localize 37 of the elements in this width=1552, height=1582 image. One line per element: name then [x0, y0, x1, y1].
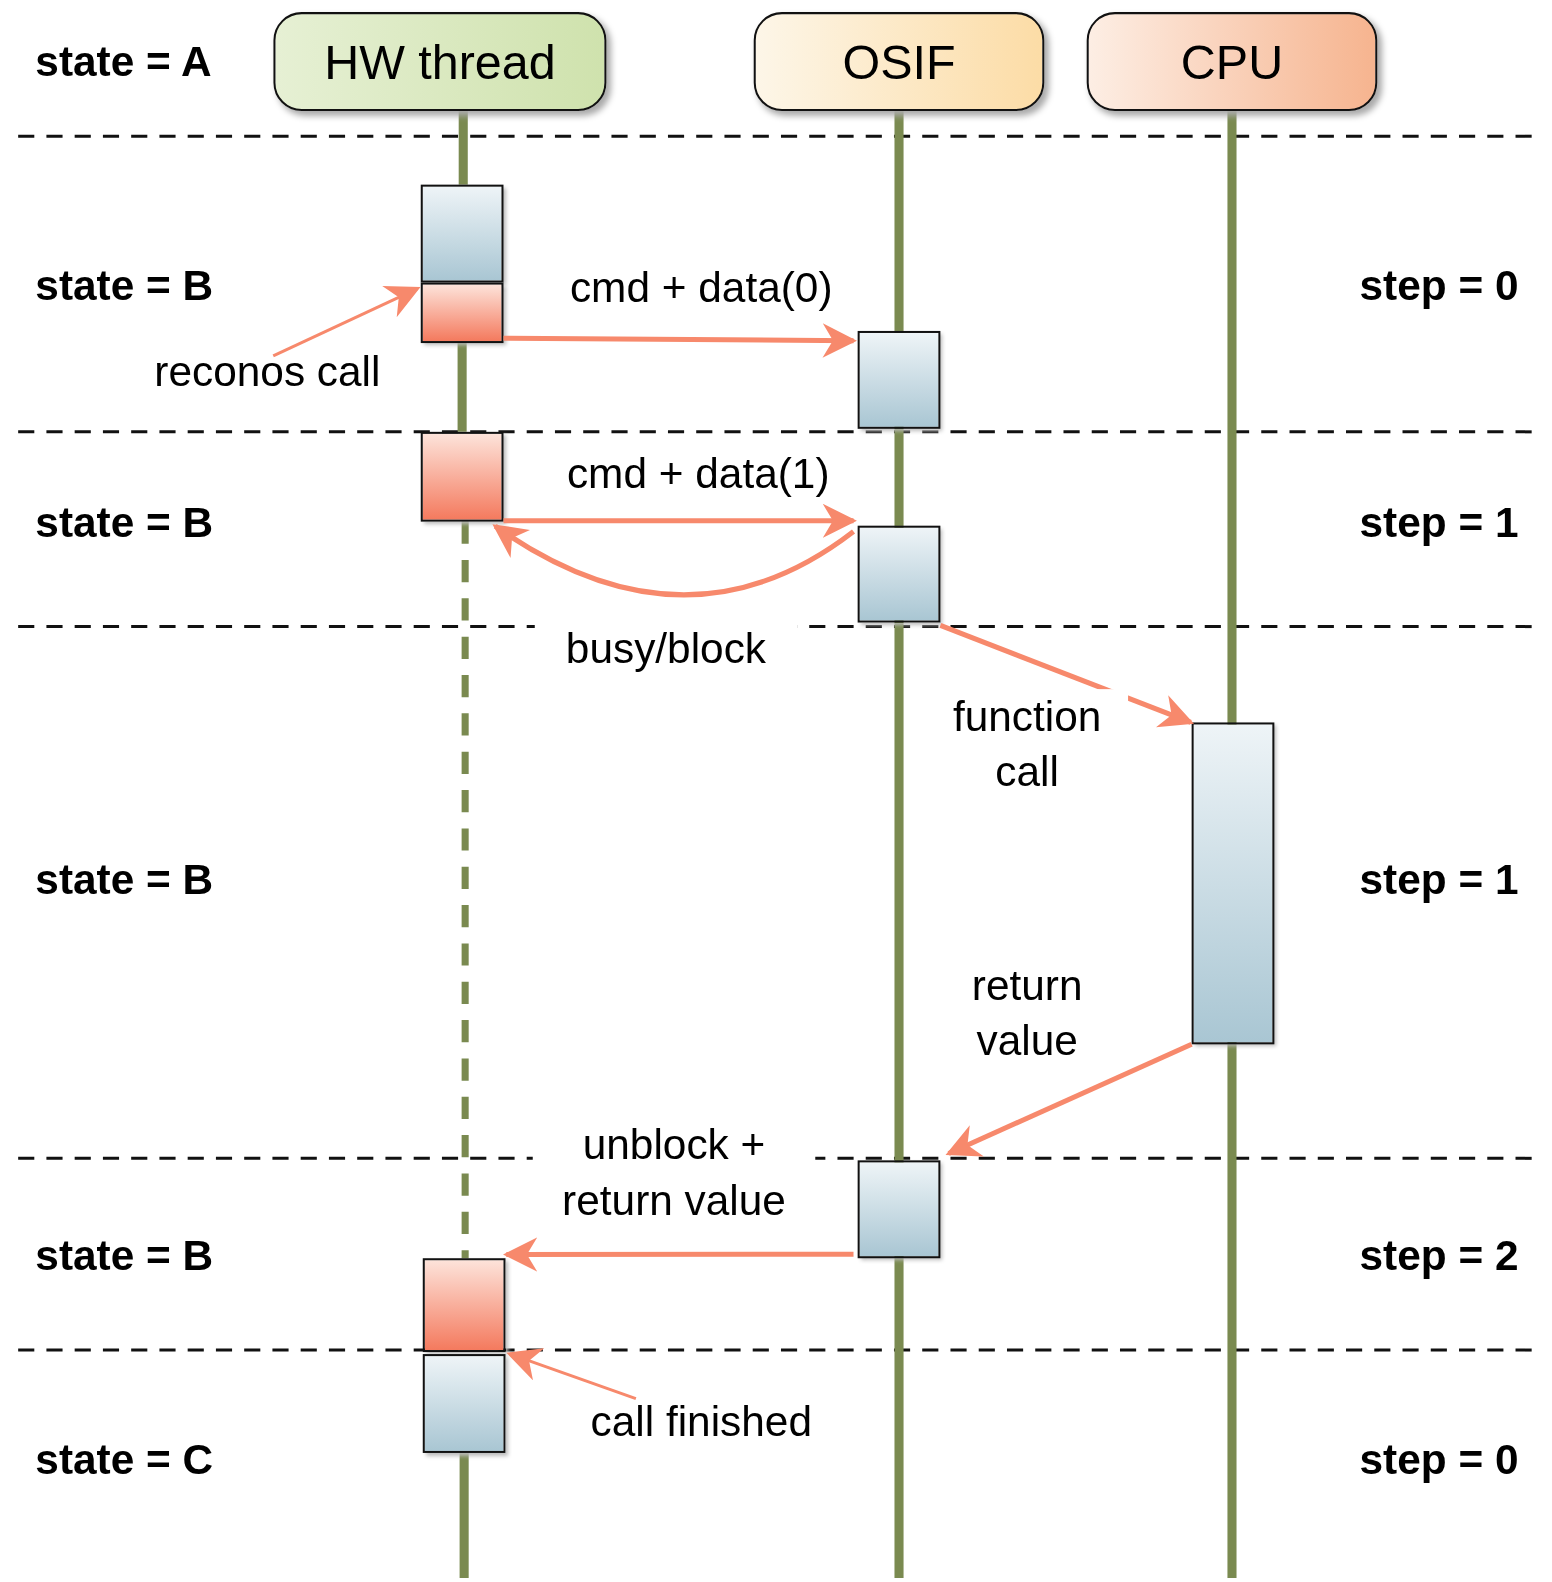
lifeline — [457, 343, 467, 432]
lifeline-header: OSIF — [753, 12, 1045, 111]
callout-text: reconos call — [121, 348, 414, 409]
activation-box — [422, 1354, 506, 1453]
row-label: state = C — [35, 1435, 214, 1485]
row-label: step = 0 — [1359, 1435, 1519, 1485]
lifeline-header: HW thread — [273, 12, 607, 111]
row-label: state = B — [35, 498, 214, 547]
row-label: state = B — [35, 855, 214, 905]
activation-box — [857, 330, 941, 429]
activation-box — [857, 1160, 941, 1259]
arrow — [939, 623, 1194, 728]
row-label: step = 2 — [1359, 1232, 1519, 1281]
row-label: step = 0 — [1359, 261, 1519, 310]
leader-line — [506, 1348, 637, 1401]
activation-box — [857, 525, 941, 623]
row-label: state = B — [35, 261, 214, 310]
leader-line — [272, 286, 421, 358]
lifeline-header: CPU — [1086, 12, 1378, 111]
activation-box — [420, 184, 504, 283]
arrow — [492, 524, 855, 598]
arrow — [945, 1042, 1193, 1157]
lifeline — [459, 1452, 469, 1579]
activation-box — [420, 431, 504, 522]
row-label: state = B — [35, 1232, 214, 1281]
row-label: step = 1 — [1359, 855, 1519, 905]
lifeline — [461, 521, 469, 1259]
arrow — [503, 503, 857, 538]
arrow — [502, 1237, 854, 1272]
activation-box — [422, 1258, 506, 1353]
row-label: step = 1 — [1359, 498, 1519, 547]
callout-text: call finished — [565, 1397, 838, 1458]
row-label: state = A — [35, 37, 212, 86]
activation-box — [420, 282, 504, 344]
activation-box — [1191, 722, 1275, 1045]
arrow — [503, 323, 857, 358]
lifeline — [458, 111, 468, 185]
